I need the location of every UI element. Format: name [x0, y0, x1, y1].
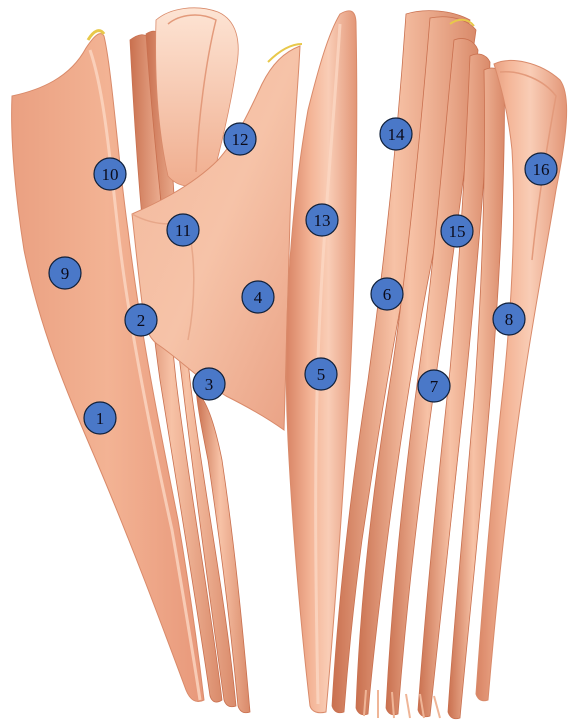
marker-2: 2: [125, 304, 157, 336]
marker-7: 7: [418, 370, 450, 402]
marker-11: 11: [167, 214, 199, 246]
marker-16: 16: [525, 153, 557, 185]
marker-13: 13: [306, 204, 338, 236]
marker-label: 3: [205, 375, 214, 394]
marker-label: 11: [175, 221, 191, 240]
marker-14: 14: [380, 118, 412, 150]
marker-label: 13: [314, 211, 331, 230]
marker-5: 5: [305, 358, 337, 390]
marker-3: 3: [193, 368, 225, 400]
marker-1: 1: [84, 402, 116, 434]
marker-label: 16: [533, 160, 550, 179]
marker-label: 12: [232, 130, 249, 149]
marker-label: 2: [137, 311, 146, 330]
marker-label: 9: [61, 264, 70, 283]
marker-label: 15: [449, 222, 466, 241]
marker-9: 9: [49, 257, 81, 289]
marker-4: 4: [242, 281, 274, 313]
marker-label: 7: [430, 377, 439, 396]
marker-label: 5: [317, 365, 326, 384]
marker-label: 14: [388, 125, 406, 144]
marker-label: 4: [254, 288, 263, 307]
marker-label: 10: [102, 165, 119, 184]
marker-label: 6: [383, 285, 392, 304]
marker-15: 15: [441, 215, 473, 247]
marker-12: 12: [224, 123, 256, 155]
marker-6: 6: [371, 278, 403, 310]
marker-label: 1: [96, 409, 105, 428]
marker-label: 8: [505, 310, 514, 329]
marker-8: 8: [493, 303, 525, 335]
marker-10: 10: [94, 158, 126, 190]
